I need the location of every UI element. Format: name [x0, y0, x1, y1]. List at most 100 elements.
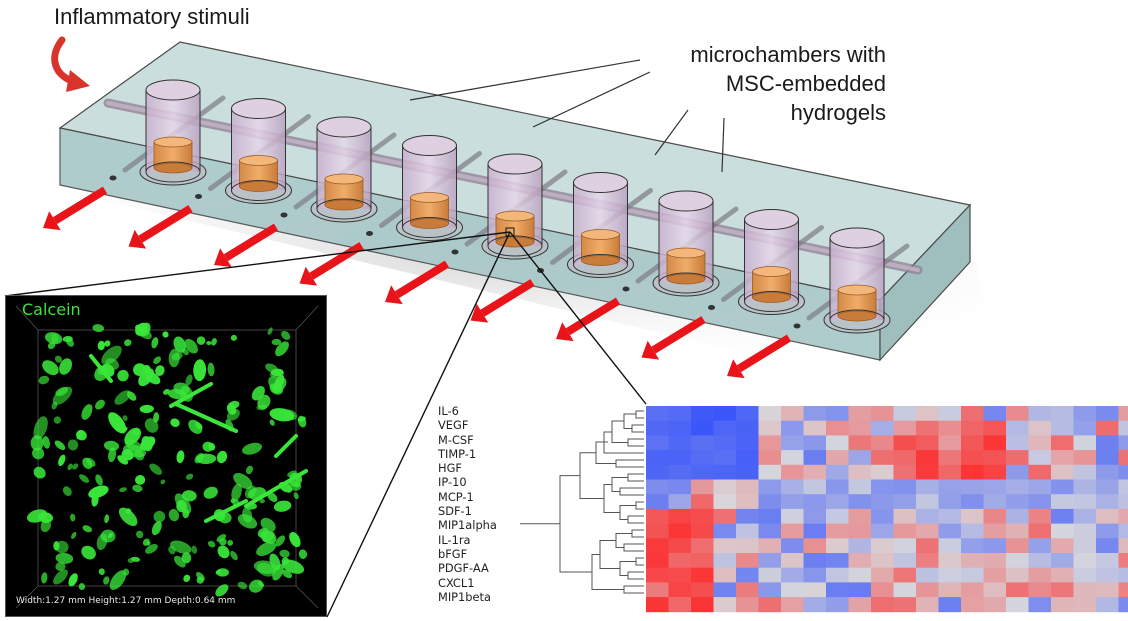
- cell: [185, 374, 193, 386]
- chamber-top: [573, 172, 628, 193]
- outlet-port: [708, 305, 715, 310]
- cell: [98, 568, 105, 575]
- chamber-top: [145, 79, 201, 101]
- cell: [127, 557, 135, 563]
- cell: [207, 362, 215, 377]
- cell: [168, 508, 180, 522]
- cell: [118, 507, 138, 527]
- cell: [72, 463, 79, 470]
- cell: [149, 463, 162, 475]
- elongated-cell: [169, 382, 213, 408]
- cell: [26, 509, 48, 523]
- cell: [132, 429, 140, 436]
- cell: [217, 545, 230, 559]
- cell: [82, 457, 93, 470]
- cell: [92, 324, 105, 333]
- cell: [160, 479, 166, 485]
- outflow-arrowhead: [299, 266, 318, 286]
- cell: [103, 440, 120, 451]
- cell: [135, 322, 148, 336]
- cell: [42, 360, 59, 376]
- cell: [96, 533, 108, 551]
- heatmap-row-label: MCP-1: [438, 489, 474, 504]
- cell: [105, 358, 119, 370]
- cell: [170, 418, 180, 427]
- cell: [196, 453, 217, 465]
- cell: [32, 447, 45, 460]
- cell: [257, 581, 265, 587]
- cell: [114, 390, 131, 405]
- cell: [256, 541, 277, 556]
- cell: [253, 560, 277, 574]
- cell: [153, 510, 166, 523]
- cell: [183, 574, 191, 583]
- microchambers: [109, 79, 910, 334]
- cell: [245, 465, 254, 475]
- cell: [191, 545, 198, 554]
- cell: [153, 356, 161, 365]
- cell: [216, 534, 227, 542]
- inflammatory-stimuli-label: Inflammatory stimuli: [54, 4, 250, 29]
- cell: [52, 386, 73, 405]
- cell: [231, 483, 242, 502]
- cell: [67, 463, 73, 471]
- cell: [259, 498, 265, 504]
- outlet-port: [109, 175, 117, 181]
- cell: [271, 338, 282, 346]
- heatmap-row-label: M-CSF: [438, 432, 474, 447]
- cell: [117, 455, 129, 465]
- cell: [242, 507, 253, 523]
- cell: [173, 336, 186, 353]
- cell: [136, 530, 144, 539]
- outflow-arrowhead: [128, 229, 147, 249]
- cell: [196, 336, 206, 345]
- cell-cluster: [26, 322, 308, 597]
- zoom-marker: [505, 227, 515, 237]
- cell: [215, 584, 229, 597]
- cell: [145, 543, 158, 554]
- cell: [58, 454, 66, 466]
- heatmap-row-labels: IL-6 VEGF M-CSF TIMP-1 HGF IP-10 MCP-1 S…: [438, 404, 497, 604]
- cell: [185, 473, 194, 480]
- cell: [132, 484, 143, 493]
- cell: [294, 483, 301, 488]
- cell: [211, 338, 217, 346]
- outflow-arrowhead: [214, 248, 232, 268]
- device-side-face: [879, 203, 971, 362]
- cell: [181, 552, 192, 564]
- cell: [293, 492, 299, 500]
- cell: [146, 541, 151, 546]
- microchambers-label-line: hydrogels: [790, 100, 886, 125]
- volume-dimensions: Width:1.27 mm Height:1.27 mm Depth:0.64 …: [16, 596, 236, 606]
- heatmap-row-label: CXCL1: [438, 575, 475, 590]
- cell: [120, 427, 128, 433]
- cell: [88, 485, 109, 499]
- cell: [208, 442, 216, 451]
- heatmap-row-label: IL-6: [438, 404, 459, 418]
- elongated-cell: [244, 469, 308, 508]
- cell: [274, 374, 285, 390]
- outflow-arrow: [736, 334, 792, 373]
- cell: [97, 340, 105, 351]
- chamber-top: [658, 190, 714, 212]
- cell: [122, 415, 128, 421]
- outflow-arrow: [52, 186, 108, 225]
- outflow-arrow: [309, 242, 364, 280]
- chamber-top: [402, 135, 457, 156]
- cell: [174, 555, 186, 568]
- cell: [82, 525, 93, 533]
- cell: [283, 409, 298, 421]
- cell: [107, 532, 114, 539]
- cell: [108, 447, 117, 463]
- cell: [207, 540, 216, 548]
- cell: [279, 549, 290, 558]
- cell: [273, 500, 292, 512]
- cell: [123, 568, 130, 576]
- heatmap-row-label: HGF: [438, 461, 462, 476]
- cell: [144, 436, 151, 450]
- cell: [41, 572, 48, 584]
- cell: [54, 440, 66, 451]
- cell: [155, 365, 165, 376]
- elongated-cell: [174, 402, 238, 433]
- cell: [54, 355, 63, 363]
